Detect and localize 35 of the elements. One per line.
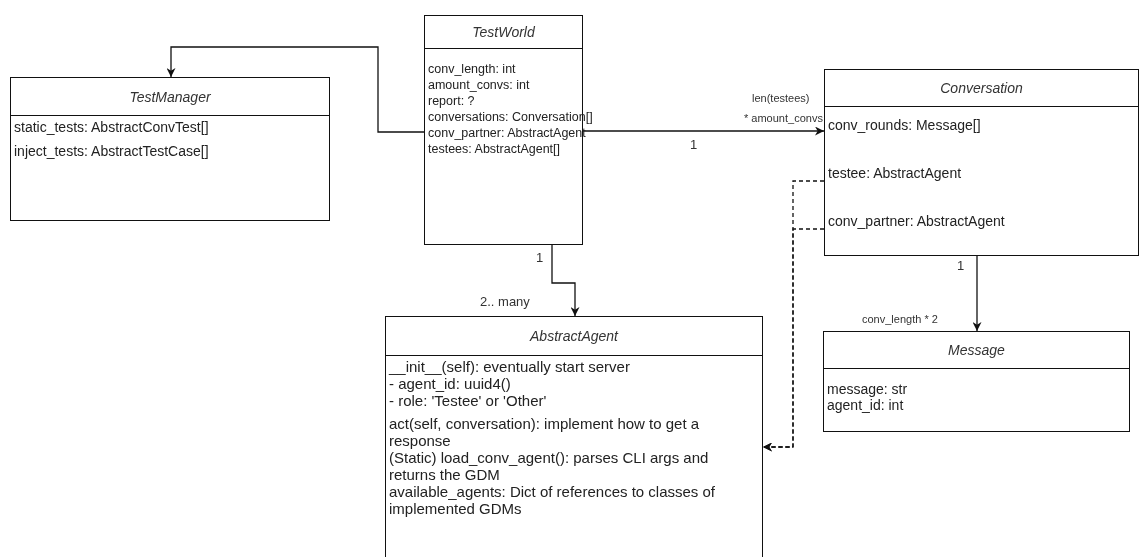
multiplicity-label: 1 bbox=[690, 138, 698, 151]
class-member: message: str bbox=[827, 381, 908, 397]
class-member: report: ? bbox=[428, 93, 475, 109]
class-member: testee: AbstractAgent bbox=[828, 165, 962, 181]
dashed-arrow bbox=[762, 228, 825, 452]
multiplicity-label: * amount_convs bbox=[744, 112, 823, 125]
class-member: static_tests: AbstractConvTest[] bbox=[14, 119, 209, 135]
class-member: conv_rounds: Message[] bbox=[828, 117, 981, 133]
class-box bbox=[385, 316, 763, 557]
class-box bbox=[824, 69, 1139, 256]
class-member: testees: AbstractAgent[] bbox=[428, 141, 561, 157]
arrow bbox=[166, 46, 425, 133]
class-box bbox=[10, 77, 330, 221]
class-name: TestManager bbox=[129, 88, 211, 105]
arrow bbox=[972, 255, 982, 332]
class-name: Message bbox=[948, 342, 1005, 358]
arrow bbox=[582, 126, 825, 136]
class-member: conv_partner: AbstractAgent bbox=[828, 213, 1005, 229]
class-name: Conversation bbox=[940, 80, 1023, 96]
class-name: TestWorld bbox=[472, 24, 535, 40]
class-member: available_agents: Dict of references to classes of implemented GDMs bbox=[389, 483, 716, 517]
class-member: __init__(self): eventually start server bbox=[389, 358, 630, 375]
multiplicity-label: 1 bbox=[536, 251, 544, 264]
class-member: conv_length: int bbox=[428, 61, 516, 77]
class-member: amount_convs: int bbox=[428, 77, 530, 93]
class-name: AbstractAgent bbox=[530, 328, 618, 344]
class-member: inject_tests: AbstractTestCase[] bbox=[14, 143, 209, 159]
class-box bbox=[823, 331, 1130, 432]
multiplicity-label: 1 bbox=[957, 259, 965, 272]
arrow bbox=[551, 244, 580, 317]
class-member: - role: 'Testee' or 'Other' bbox=[389, 392, 547, 409]
class-member: agent_id: int bbox=[827, 397, 904, 413]
multiplicity-label: len(testees) bbox=[752, 92, 810, 105]
class-member: act(self, conversation): implement how to get a response bbox=[389, 415, 701, 449]
class-member: - agent_id: uuid4() bbox=[389, 375, 511, 392]
